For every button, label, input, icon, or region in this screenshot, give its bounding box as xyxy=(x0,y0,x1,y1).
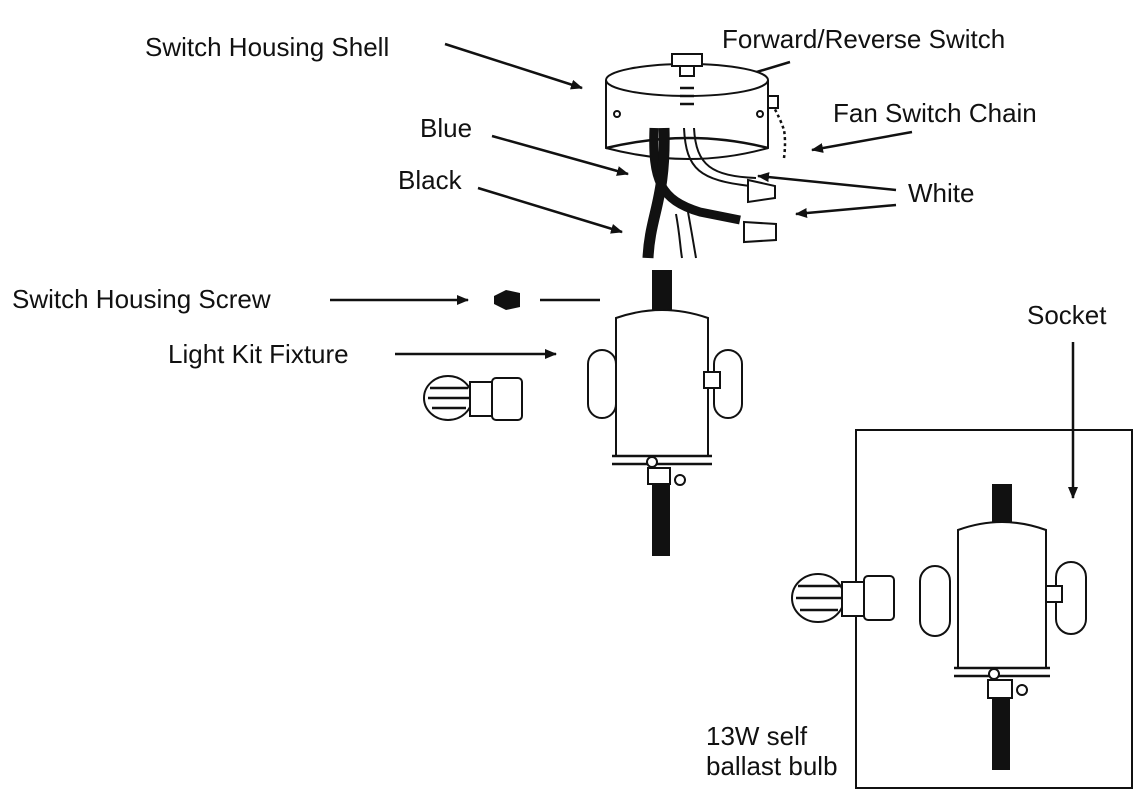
arrow-shell xyxy=(444,42,583,90)
arrow-chain xyxy=(811,130,913,153)
arrow-black xyxy=(477,186,623,234)
label-white: White xyxy=(908,178,974,208)
arrow-blue xyxy=(491,134,629,176)
wires xyxy=(642,127,777,259)
black-wire xyxy=(642,127,670,259)
leader-arrows xyxy=(330,42,1078,499)
arrow-white-2 xyxy=(795,203,897,218)
switch-housing-screw xyxy=(494,290,600,310)
label-light-kit-fixture: Light Kit Fixture xyxy=(168,339,349,369)
bulb-main xyxy=(423,375,523,421)
label-socket: Socket xyxy=(1027,300,1107,330)
label-forward-reverse-switch: Forward/Reverse Switch xyxy=(722,24,1005,54)
wire-nut-1 xyxy=(747,178,776,204)
socket-inset xyxy=(791,429,1133,789)
label-fan-switch-chain: Fan Switch Chain xyxy=(833,98,1037,128)
label-black: Black xyxy=(398,165,463,195)
fixture-socket-left xyxy=(587,349,617,419)
label-switch-housing-shell: Switch Housing Shell xyxy=(145,32,389,62)
wire-nut-2 xyxy=(743,220,777,244)
inset-socket-left xyxy=(919,565,951,637)
arrow-white-1 xyxy=(757,172,897,192)
label-bulb-line1: 13W self xyxy=(706,721,808,751)
light-kit-fixture xyxy=(587,270,743,556)
label-switch-housing-screw: Switch Housing Screw xyxy=(12,284,271,314)
label-blue: Blue xyxy=(420,113,472,143)
forward-reverse-switch-knob xyxy=(671,53,703,67)
label-bulb-line2: ballast bulb xyxy=(706,751,838,781)
switch-housing-shell xyxy=(605,53,787,160)
